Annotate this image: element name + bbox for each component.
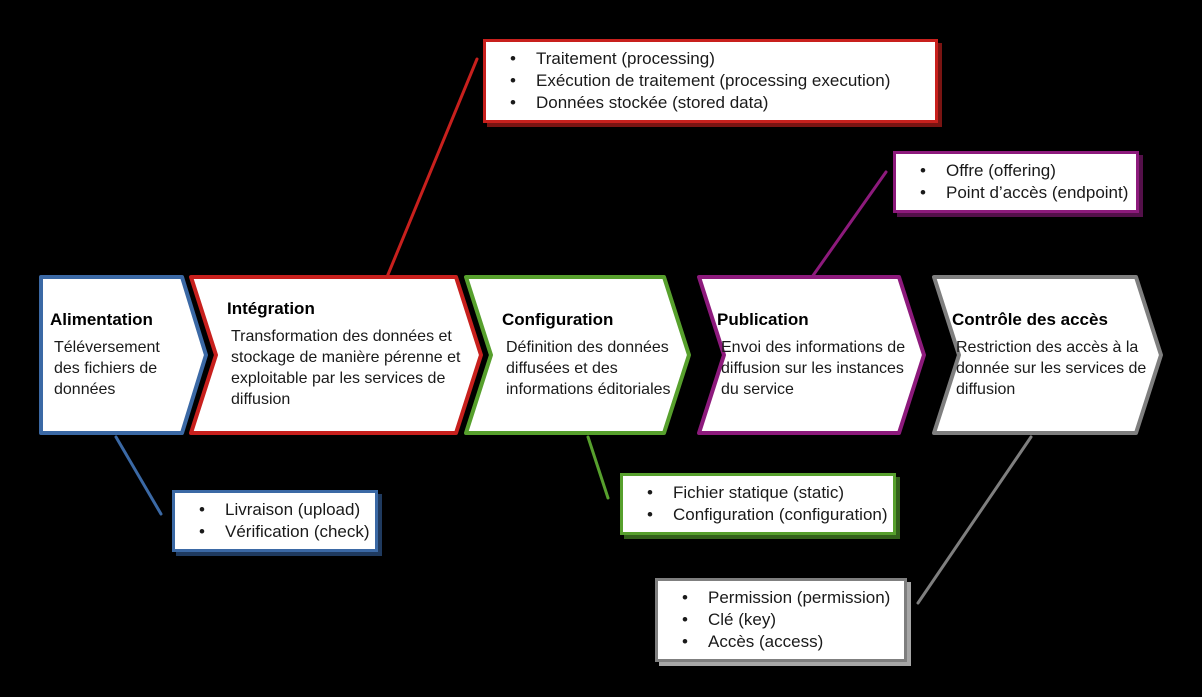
stage-title: Publication [717,310,809,329]
stage-title: Alimentation [50,310,153,329]
callout-item: Offre (offering) [908,160,1124,182]
stage-shape-alimentation [39,275,208,435]
stage-integration: Intégration Transformation des données e… [227,298,473,410]
stage-title: Intégration [227,299,315,318]
callout-item: Vérification (check) [187,521,370,543]
stage-title: Contrôle des accès [952,310,1108,329]
callout-item: Exécution de traitement (processing exec… [498,70,923,92]
callout-list: Offre (offering) Point d’accès (endpoint… [896,154,1136,210]
callout-configuration: Fichier statique (static) Configuration … [620,473,896,535]
callout-item: Configuration (configuration) [635,504,888,526]
stage-controle: Contrôle des accès Restriction des accès… [952,309,1158,400]
callout-integration: Traitement (processing) Exécution de tra… [483,39,938,123]
callout-item: Permission (permission) [670,587,892,609]
connector-configuration-callout [586,435,610,500]
connector-controle-callout [916,435,1033,605]
callout-list: Livraison (upload) Vérification (check) [175,493,375,549]
connector-publication-callout [810,170,888,279]
callout-list: Traitement (processing) Exécution de tra… [486,42,935,120]
stage-description: Restriction des accès à la donnée sur le… [956,339,1147,398]
callout-item: Fichier statique (static) [635,482,881,504]
callout-list: Fichier statique (static) Configuration … [623,476,893,532]
stage-description: Définition des données diffusées et des … [506,339,671,398]
stage-shape-publication [697,275,926,435]
callout-item: Point d’accès (endpoint) [908,182,1128,204]
callout-alimentation: Livraison (upload) Vérification (check) [172,490,378,552]
stage-alimentation: Alimentation Téléversement des fichiers … [50,309,190,400]
stage-shape-controle [932,275,1163,435]
stage-description: Transformation des données et stockage d… [231,328,461,408]
callout-item: Données stockée (stored data) [498,92,923,114]
callout-item: Clé (key) [670,609,892,631]
stage-description: Téléversement des fichiers de données [54,339,160,398]
callout-list: Permission (permission) Clé (key) Accès … [658,581,904,659]
callout-publication: Offre (offering) Point d’accès (endpoint… [893,151,1139,213]
callout-item: Accès (access) [670,631,892,653]
connector-integration-callout [385,57,479,279]
stage-configuration: Configuration Définition des données dif… [502,309,702,400]
stage-shape-configuration [464,275,691,435]
stage-shape-integration [189,275,483,435]
stage-description: Envoi des informations de diffusion sur … [721,339,906,398]
callout-controle: Permission (permission) Clé (key) Accès … [655,578,907,662]
connector-alimentation-callout [114,435,163,516]
callout-item: Livraison (upload) [187,499,363,521]
stage-publication: Publication Envoi des informations de di… [717,309,917,400]
callout-item: Traitement (processing) [498,48,923,70]
stage-title: Configuration [502,310,614,329]
